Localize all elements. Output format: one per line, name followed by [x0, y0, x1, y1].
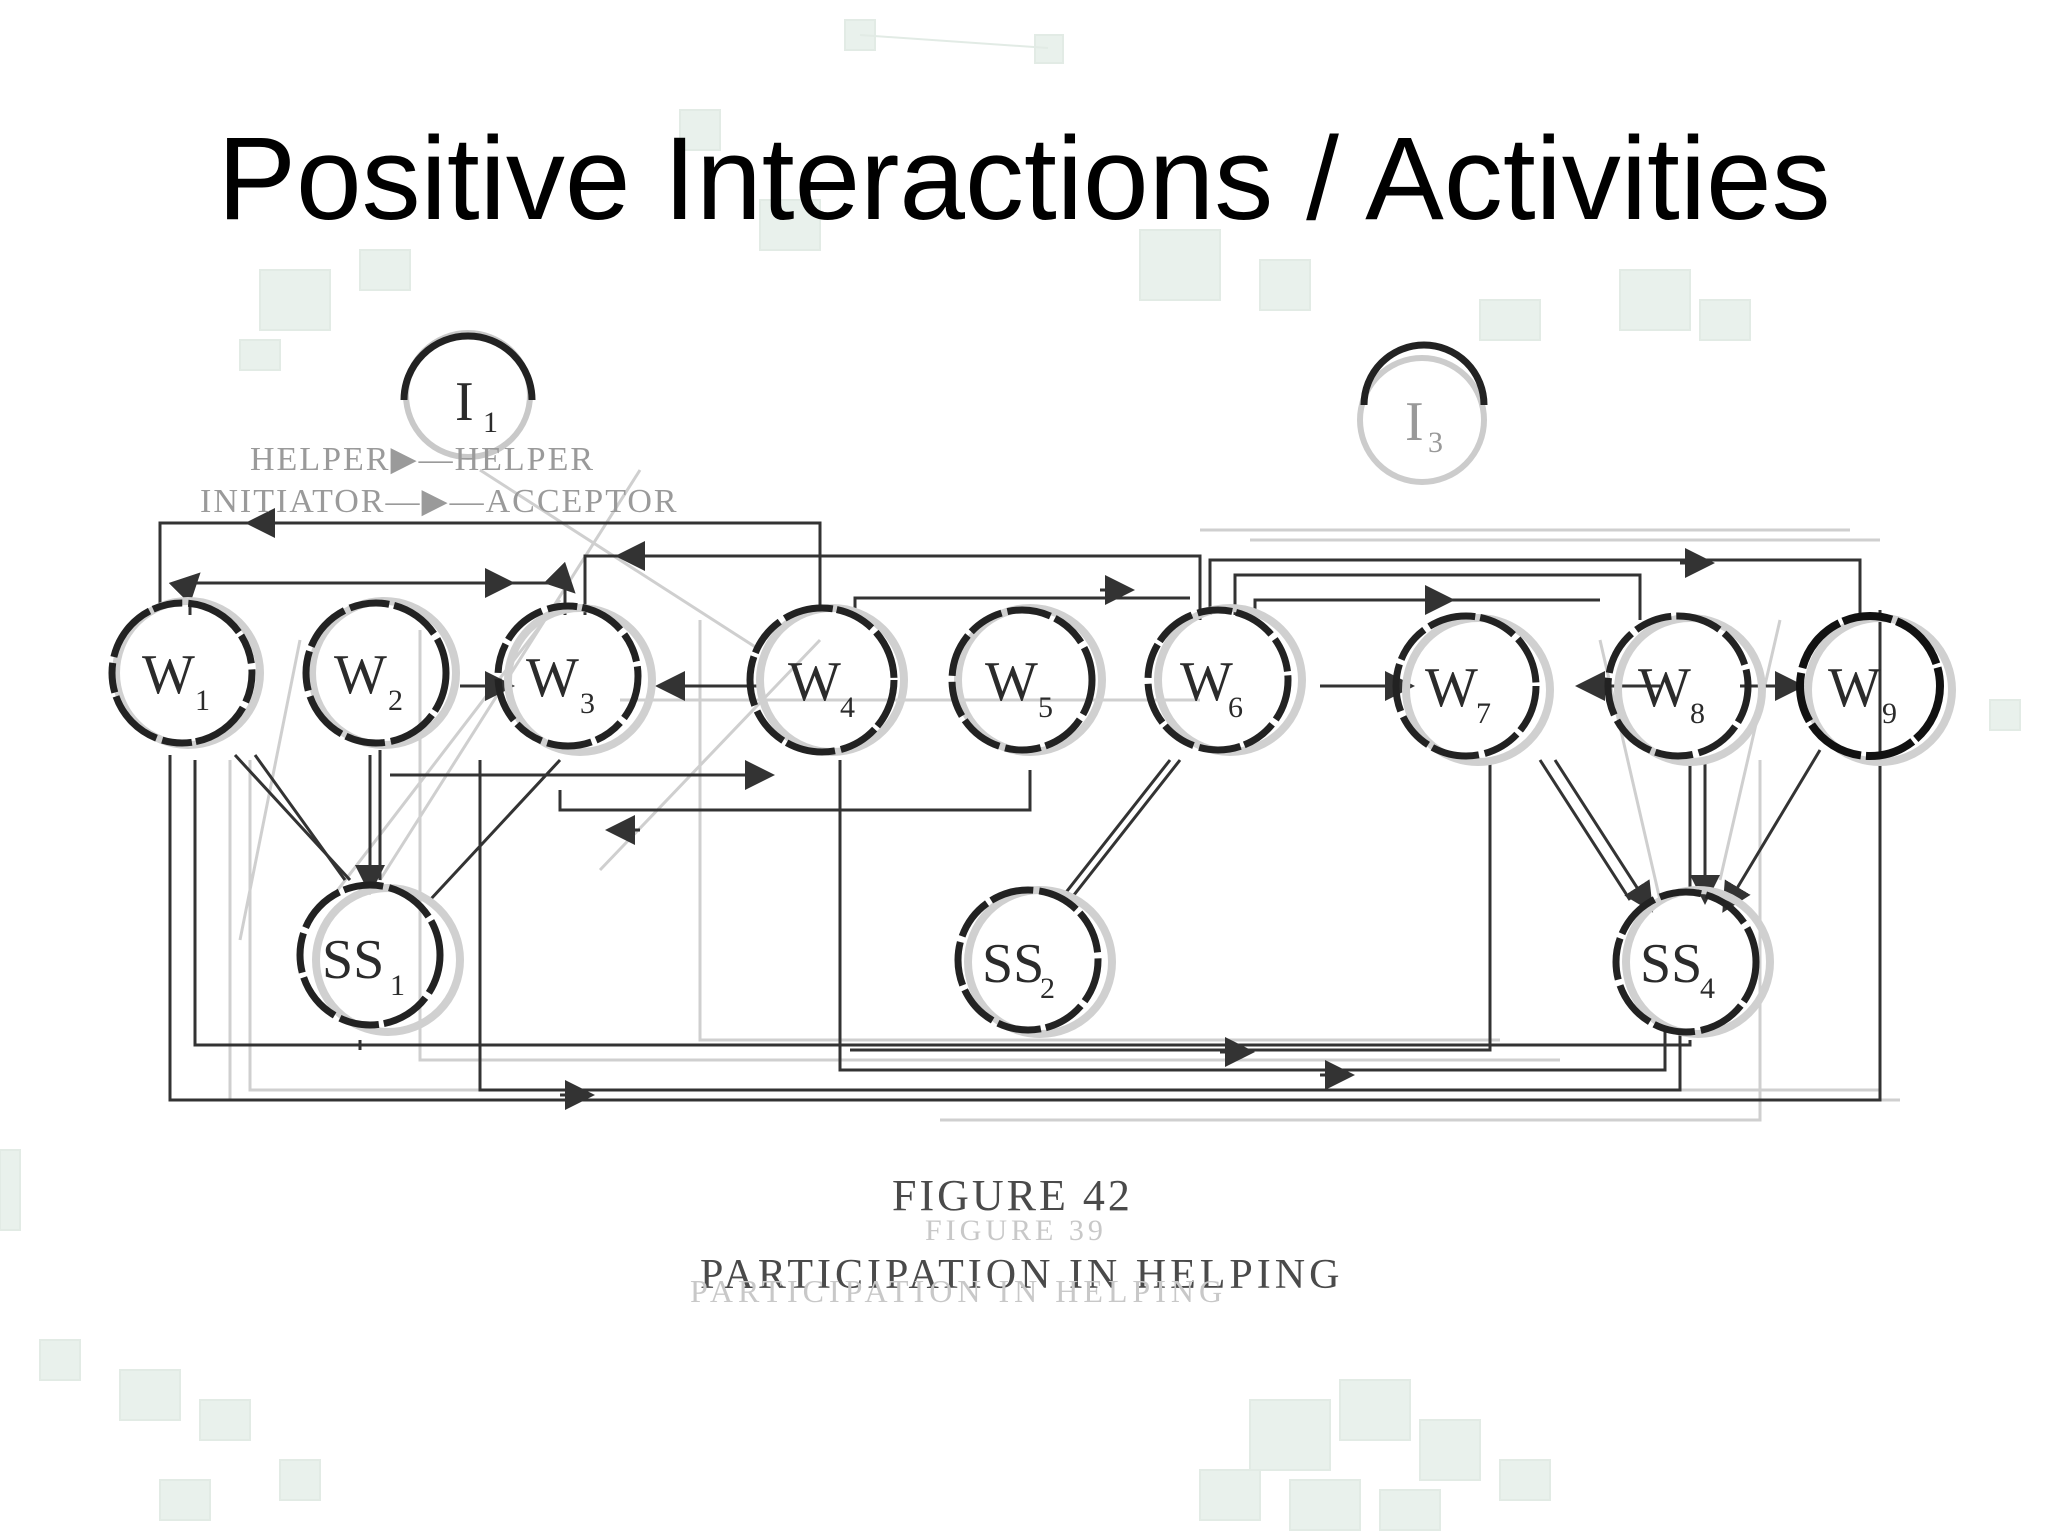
svg-text:W: W [1425, 657, 1478, 719]
influencer-i1: I 1 [400, 330, 536, 460]
slide-title: Positive Interactions / Activities [217, 113, 1831, 245]
svg-text:5: 5 [1038, 691, 1053, 724]
figure-caption-title-ghost: PARTICIPATION IN HELPING [690, 1273, 1227, 1309]
node-ss4: SS 4 [1612, 886, 1774, 1038]
figure-caption-title: PARTICIPATION IN HELPING [700, 1252, 1343, 1298]
svg-text:SS: SS [982, 933, 1044, 995]
svg-text:W: W [1638, 657, 1691, 719]
svg-text:1: 1 [390, 969, 405, 1002]
svg-text:1: 1 [195, 684, 210, 717]
node-w9: W 9 [1796, 612, 1956, 766]
influencer-i3: I 3 [1357, 341, 1488, 485]
svg-text:W: W [985, 651, 1038, 713]
figure-caption-number: FIGURE 42 [892, 1171, 1133, 1220]
svg-text:W: W [1180, 651, 1233, 713]
node-ss1: SS 1 [296, 881, 464, 1036]
node-w6: W 6 [1144, 604, 1306, 756]
svg-text:W: W [334, 644, 387, 706]
influencer-i1-sub: 1 [483, 406, 498, 439]
svg-text:4: 4 [840, 691, 855, 724]
legend-initiator: INITIATOR—▶—ACCEPTOR [200, 483, 679, 520]
svg-text:3: 3 [580, 687, 595, 720]
svg-text:SS: SS [322, 929, 384, 991]
svg-text:W: W [142, 644, 195, 706]
svg-text:W: W [526, 647, 579, 709]
node-w8: W 8 [1604, 612, 1766, 766]
svg-text:7: 7 [1476, 697, 1491, 730]
node-w7: W 7 [1392, 612, 1554, 766]
node-w1: W 1 [108, 597, 264, 749]
node-w2: W 2 [302, 597, 460, 749]
legend-helper: HELPER▶—HELPER [250, 441, 595, 478]
node-w3: W 3 [494, 602, 656, 756]
influencer-i3-sub: 3 [1428, 426, 1443, 459]
svg-text:W: W [788, 651, 841, 713]
svg-text:2: 2 [388, 684, 403, 717]
node-ss2: SS 2 [954, 886, 1116, 1038]
svg-text:2: 2 [1040, 972, 1055, 1005]
influencer-i1-label: I [455, 371, 474, 433]
svg-text:9: 9 [1882, 697, 1897, 730]
node-w5: W 5 [948, 604, 1106, 756]
svg-text:4: 4 [1700, 972, 1715, 1005]
svg-text:W: W [1828, 657, 1881, 719]
svg-text:6: 6 [1228, 691, 1243, 724]
svg-text:8: 8 [1690, 697, 1705, 730]
connection-lines [158, 508, 1882, 1110]
figure-caption-ghost: FIGURE 39 [925, 1214, 1107, 1247]
svg-text:SS: SS [1640, 933, 1702, 995]
influencer-i3-label: I [1405, 391, 1424, 453]
node-w4: W 4 [746, 604, 908, 756]
